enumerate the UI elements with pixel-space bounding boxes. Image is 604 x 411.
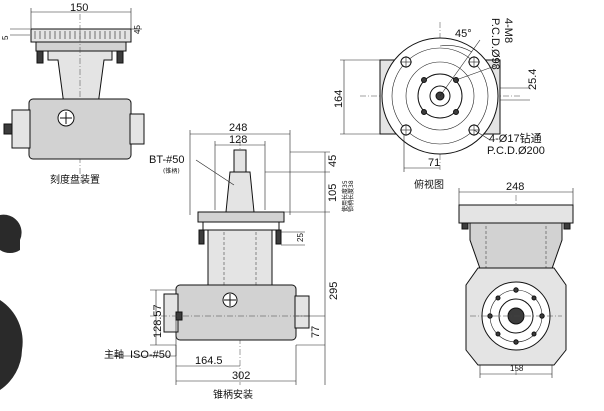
dim-164-5: 164.5 (195, 355, 223, 367)
dial-base (35, 41, 127, 52)
dial-graduation-ticks (34, 31, 126, 39)
taper-right-cap (294, 295, 310, 329)
label-4-dia17: 4-Ø17钻通 (489, 131, 542, 145)
top-through-holes (400, 56, 480, 136)
dim-105: 105 (327, 184, 339, 202)
dim-150: 150 (70, 2, 88, 14)
dial-left-flange (11, 109, 31, 149)
label-4-m8: 4-M8 (502, 18, 514, 43)
top-view: 45° 164 4-M8 P.C.D.Ø98 25.4 4-Ø17钻通 P.C.… (333, 18, 545, 191)
dim-248-front: 248 (229, 122, 247, 134)
dim-248-side: 248 (506, 181, 524, 193)
side-bolt-right (563, 222, 571, 230)
dim-71: 71 (428, 157, 440, 169)
label-main-shaft: 主軸 (104, 348, 124, 361)
dim-164-top: 164 (333, 90, 345, 108)
side-bolt-holes (487, 287, 545, 345)
side-bolt-left (461, 222, 469, 230)
side-top-flange (458, 204, 574, 224)
top-pcd200-circle (391, 47, 489, 145)
label-pcd200: P.C.D.Ø200 (487, 145, 545, 157)
dial-bolt-left (36, 50, 44, 64)
dim-5: 5 (1, 35, 10, 40)
taper-mid-plate (202, 221, 280, 231)
dim-25: 25 (296, 233, 305, 242)
dim-128-57: 128.57 (152, 304, 164, 338)
dial-right-cap (129, 113, 145, 145)
dim-77: 77 (310, 326, 322, 338)
side-view: 248 158 (458, 181, 574, 378)
dial-shaft-end (3, 123, 13, 135)
dim-295: 295 (328, 282, 340, 300)
dim-45-front: 45 (327, 155, 339, 167)
dim-128: 128 (229, 134, 247, 146)
label-bt50-note: (锥柄) (163, 167, 180, 175)
label-short-bolt: 使用长度35 (341, 180, 349, 212)
label-dial-device: 刻度盘装置 (50, 173, 100, 186)
dial-plate (30, 28, 132, 43)
label-angle-45: 45° (455, 28, 472, 40)
taper-flange-plate (197, 211, 285, 223)
dim-25-4: 25.4 (527, 69, 539, 90)
taper-bolt-right (275, 229, 282, 245)
bt50-taper (225, 171, 255, 213)
dim-302: 302 (232, 370, 250, 382)
label-long-bolt: 锁柄长度38 (347, 180, 355, 212)
top-m8-holes (421, 77, 459, 115)
top-inner-ring (405, 61, 475, 131)
label-taper-install: 锥柄安装 (213, 388, 253, 401)
bt50-pull-stud (233, 149, 247, 173)
label-pcd98: P.C.D.Ø98 (489, 18, 501, 70)
edge-photo-fragments (0, 214, 23, 390)
dial-device-view: 150 5 45 刻度盘装置 (1, 2, 145, 186)
label-top-view: 俯视图 (414, 178, 444, 191)
label-bt50: BT-#50 (149, 154, 184, 166)
dim-158: 158 (510, 364, 524, 373)
dial-housing (28, 98, 132, 160)
dial-bolt-right (116, 50, 124, 64)
taper-install-view: 248 128 BT-#50 (锥柄) 45 105 使用长度35 锁柄长度38… (104, 122, 355, 401)
taper-bolt-left (198, 229, 205, 245)
label-iso50: ISO-#50 (130, 349, 171, 361)
taper-housing (175, 284, 297, 341)
